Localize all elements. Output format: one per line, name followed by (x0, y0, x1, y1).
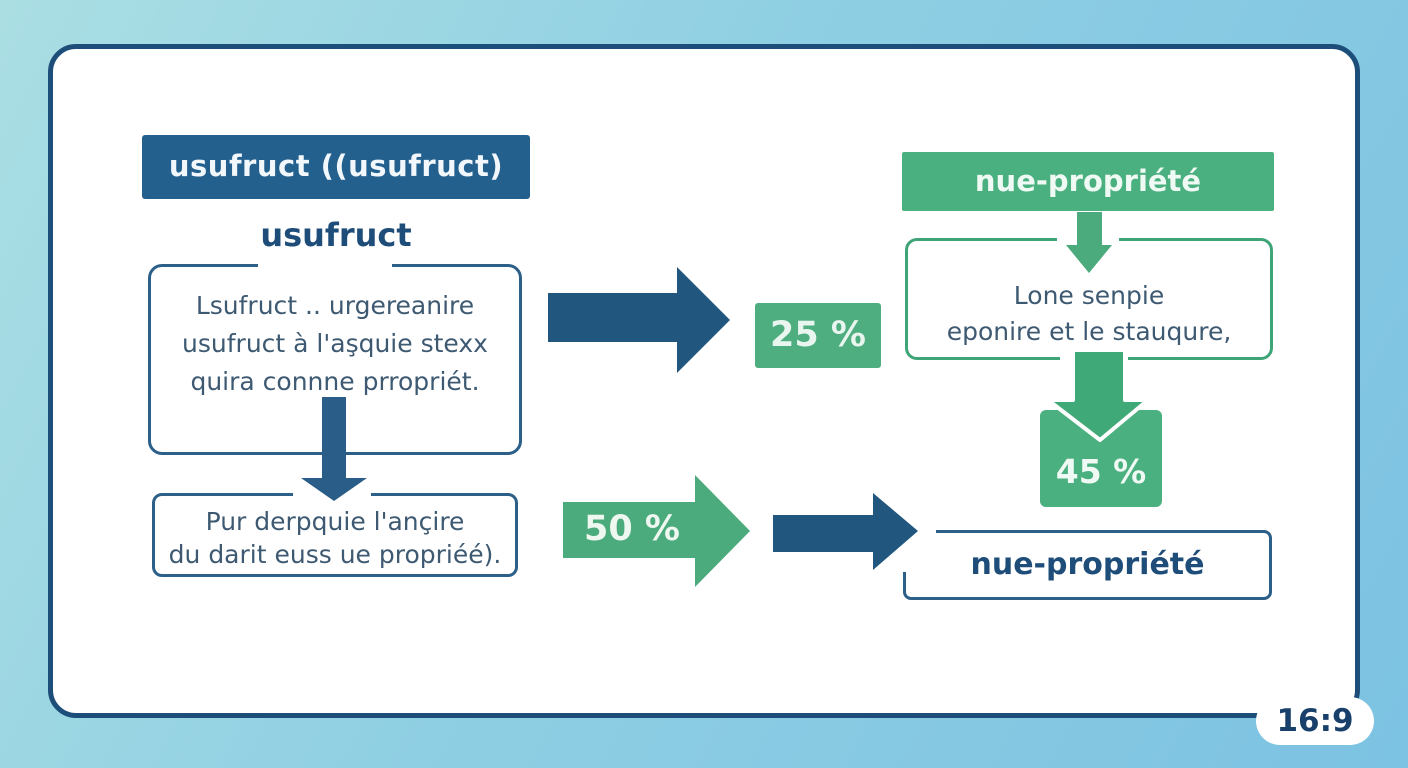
secondary-line: du darit euss ue propriéé). (168, 540, 502, 569)
border-gap (258, 261, 392, 270)
description-line: eponire et le stauqure, (946, 317, 1232, 346)
flow-arrow-right-blue-bottom-icon (773, 493, 918, 570)
percent-25-box: 25 % (755, 303, 881, 368)
usufruct-title: usufruct (260, 216, 412, 254)
flow-arrow-down-blue-icon (301, 397, 367, 501)
usufruct-header-box: usufruct ((usufruct) (142, 135, 530, 199)
definition-line: quira connne prropriét. (190, 367, 480, 396)
usufruct-secondary-box: Pur derpquie l'ançire du darit euss ue p… (152, 493, 518, 577)
aspect-ratio-badge: 16:9 (1256, 697, 1374, 745)
definition-line: Lsufruct .. urgereanire (195, 291, 475, 320)
nue-propriete-header-box: nue-propriété (902, 152, 1274, 211)
percent-50-arrow-icon (563, 475, 750, 587)
flow-arrow-down-green-small-icon (1066, 212, 1112, 273)
definition-line: usufruct à l'aşquie stexx (182, 329, 488, 358)
flow-arrow-down-green-large-icon (1046, 348, 1150, 442)
nue-result-box: nue-propriété (903, 530, 1272, 600)
flow-arrow-right-blue-top-icon (548, 267, 730, 373)
description-line: Lone senpie (1013, 281, 1165, 310)
percent-50-label: 50 % (584, 509, 680, 549)
secondary-line: Pur derpquie l'ançire (205, 507, 465, 536)
